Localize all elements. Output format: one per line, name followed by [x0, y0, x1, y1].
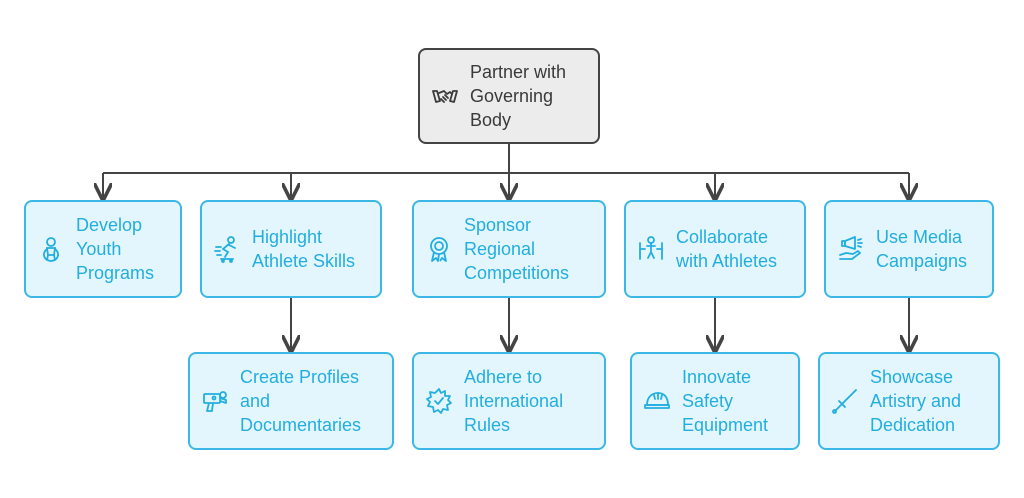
node-label: Partner with Governing Body — [470, 62, 567, 130]
video-camera-icon — [200, 386, 230, 416]
fencing-sword-icon — [830, 386, 860, 416]
node-label: Use Media Campaigns — [876, 227, 968, 271]
node-label: Highlight Athlete Skills — [252, 227, 356, 271]
athlete-podium-icon — [636, 234, 666, 264]
node-showcase-artistry-dedication[interactable]: Showcase Artistry and Dedication — [818, 352, 1000, 450]
helmet-icon — [642, 386, 672, 416]
node-label: Innovate Safety Equipment — [682, 367, 769, 435]
award-badge-icon — [424, 234, 454, 264]
node-develop-youth-programs[interactable]: Develop Youth Programs — [24, 200, 182, 298]
node-label: Sponsor Regional Competitions — [464, 215, 570, 283]
node-root[interactable]: Partner with Governing Body — [418, 48, 600, 144]
jump-rope-kid-icon — [36, 234, 66, 264]
node-label: Develop Youth Programs — [76, 215, 155, 283]
handshake-icon — [430, 81, 460, 111]
node-highlight-athlete-skills[interactable]: Highlight Athlete Skills — [200, 200, 382, 298]
node-label: Collaborate with Athletes — [676, 227, 778, 271]
node-label: Showcase Artistry and Dedication — [870, 367, 962, 435]
node-label: Adhere to International Rules — [464, 367, 564, 435]
gear-check-icon — [424, 386, 454, 416]
node-collaborate-with-athletes[interactable]: Collaborate with Athletes — [624, 200, 806, 298]
node-sponsor-regional-competitions[interactable]: Sponsor Regional Competitions — [412, 200, 606, 298]
node-create-profiles-documentaries[interactable]: Create Profiles and Documentaries — [188, 352, 394, 450]
skater-icon — [212, 234, 242, 264]
node-use-media-campaigns[interactable]: Use Media Campaigns — [824, 200, 994, 298]
node-innovate-safety-equipment[interactable]: Innovate Safety Equipment — [630, 352, 800, 450]
node-label: Create Profiles and Documentaries — [240, 367, 362, 435]
node-adhere-international-rules[interactable]: Adhere to International Rules — [412, 352, 606, 450]
megaphone-hand-icon — [836, 234, 866, 264]
